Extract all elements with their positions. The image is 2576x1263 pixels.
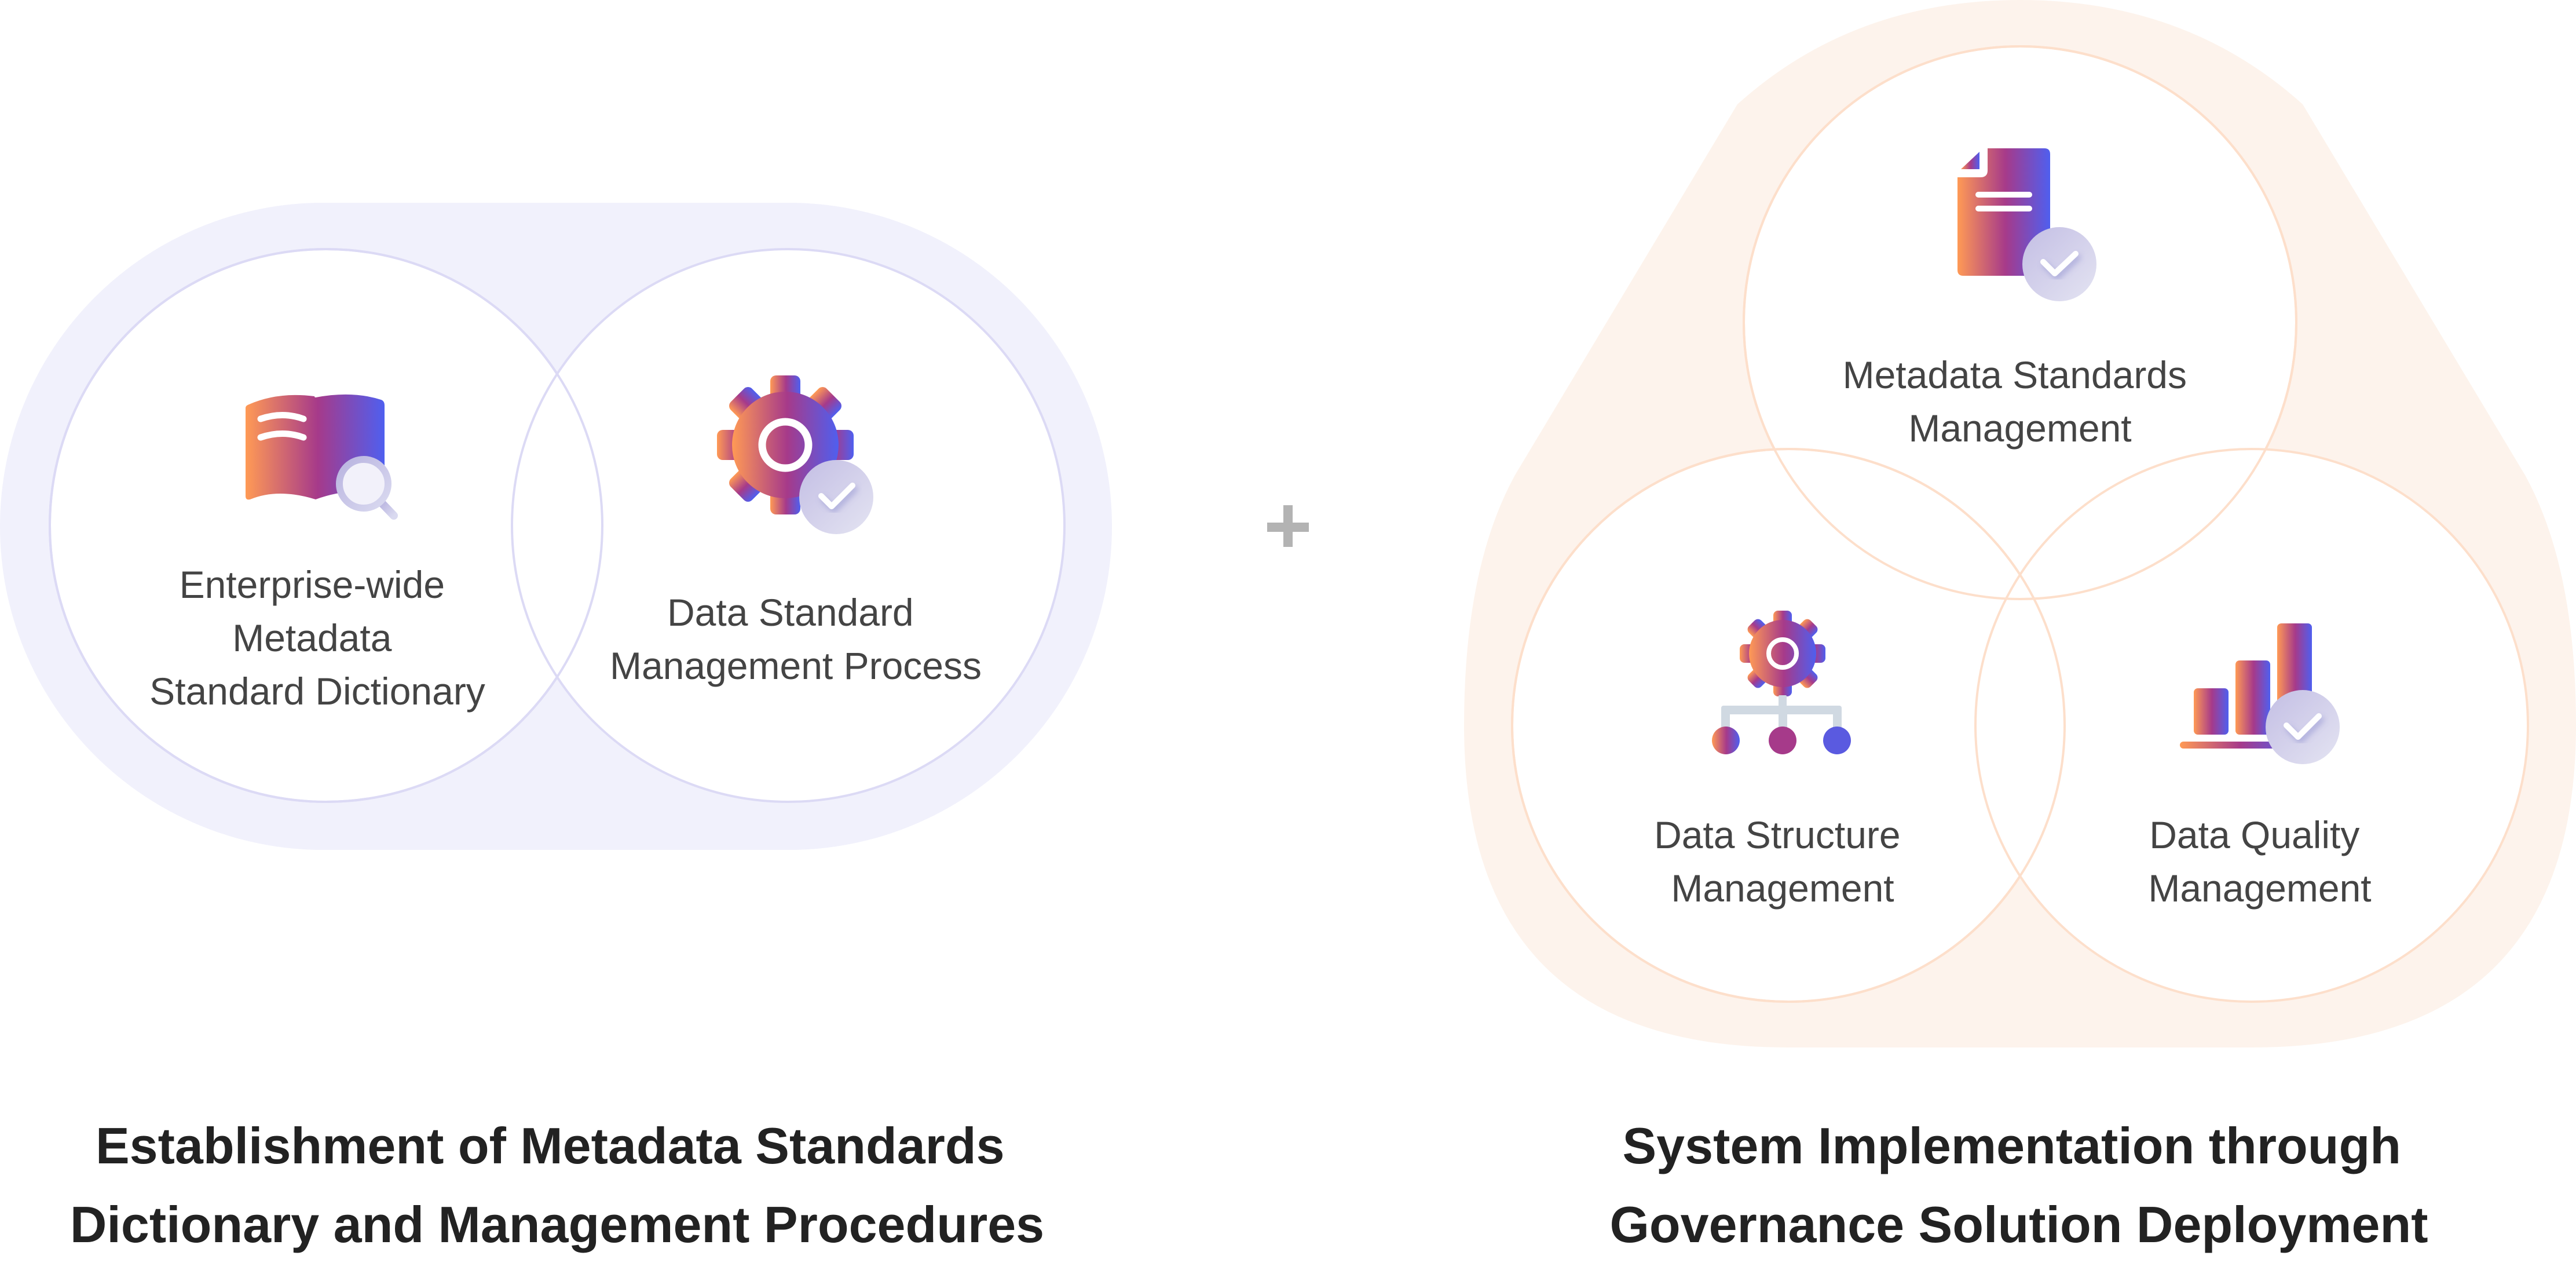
label-standard-process: Data Standard Management Process (610, 591, 982, 687)
book-search-icon (246, 394, 398, 520)
left-circle-dictionary-outline (49, 248, 603, 803)
left-group-heading: Establishment of Metadata Standards Dict… (70, 1117, 1044, 1253)
right-circle-structure-outline (1511, 448, 2066, 1003)
gear-hierarchy-icon (1712, 611, 1851, 754)
left-group: Enterprise-wide Metadata Standard Dictio… (0, 203, 1112, 850)
label-data-structure-mgmt: Data Structure Management (1654, 813, 1911, 910)
gear-check-icon (717, 375, 873, 534)
bar-chart-check-icon (2180, 623, 2340, 764)
label-data-quality-mgmt: Data Quality Management (2148, 813, 2371, 910)
right-group: Metadata Standards Management Data Struc… (1464, 0, 2576, 1047)
label-metadata-standards-mgmt: Metadata Standards Management (1843, 353, 2198, 450)
right-circle-metadata-outline (1743, 45, 2297, 600)
right-group-heading: System Implementation through Governance… (1609, 1117, 2428, 1253)
left-circle-process (511, 248, 1066, 803)
label-enterprise-dictionary: Enterprise-wide Metadata Standard Dictio… (149, 563, 485, 713)
document-check-icon (1957, 148, 2096, 301)
plus-icon (1267, 505, 1309, 547)
